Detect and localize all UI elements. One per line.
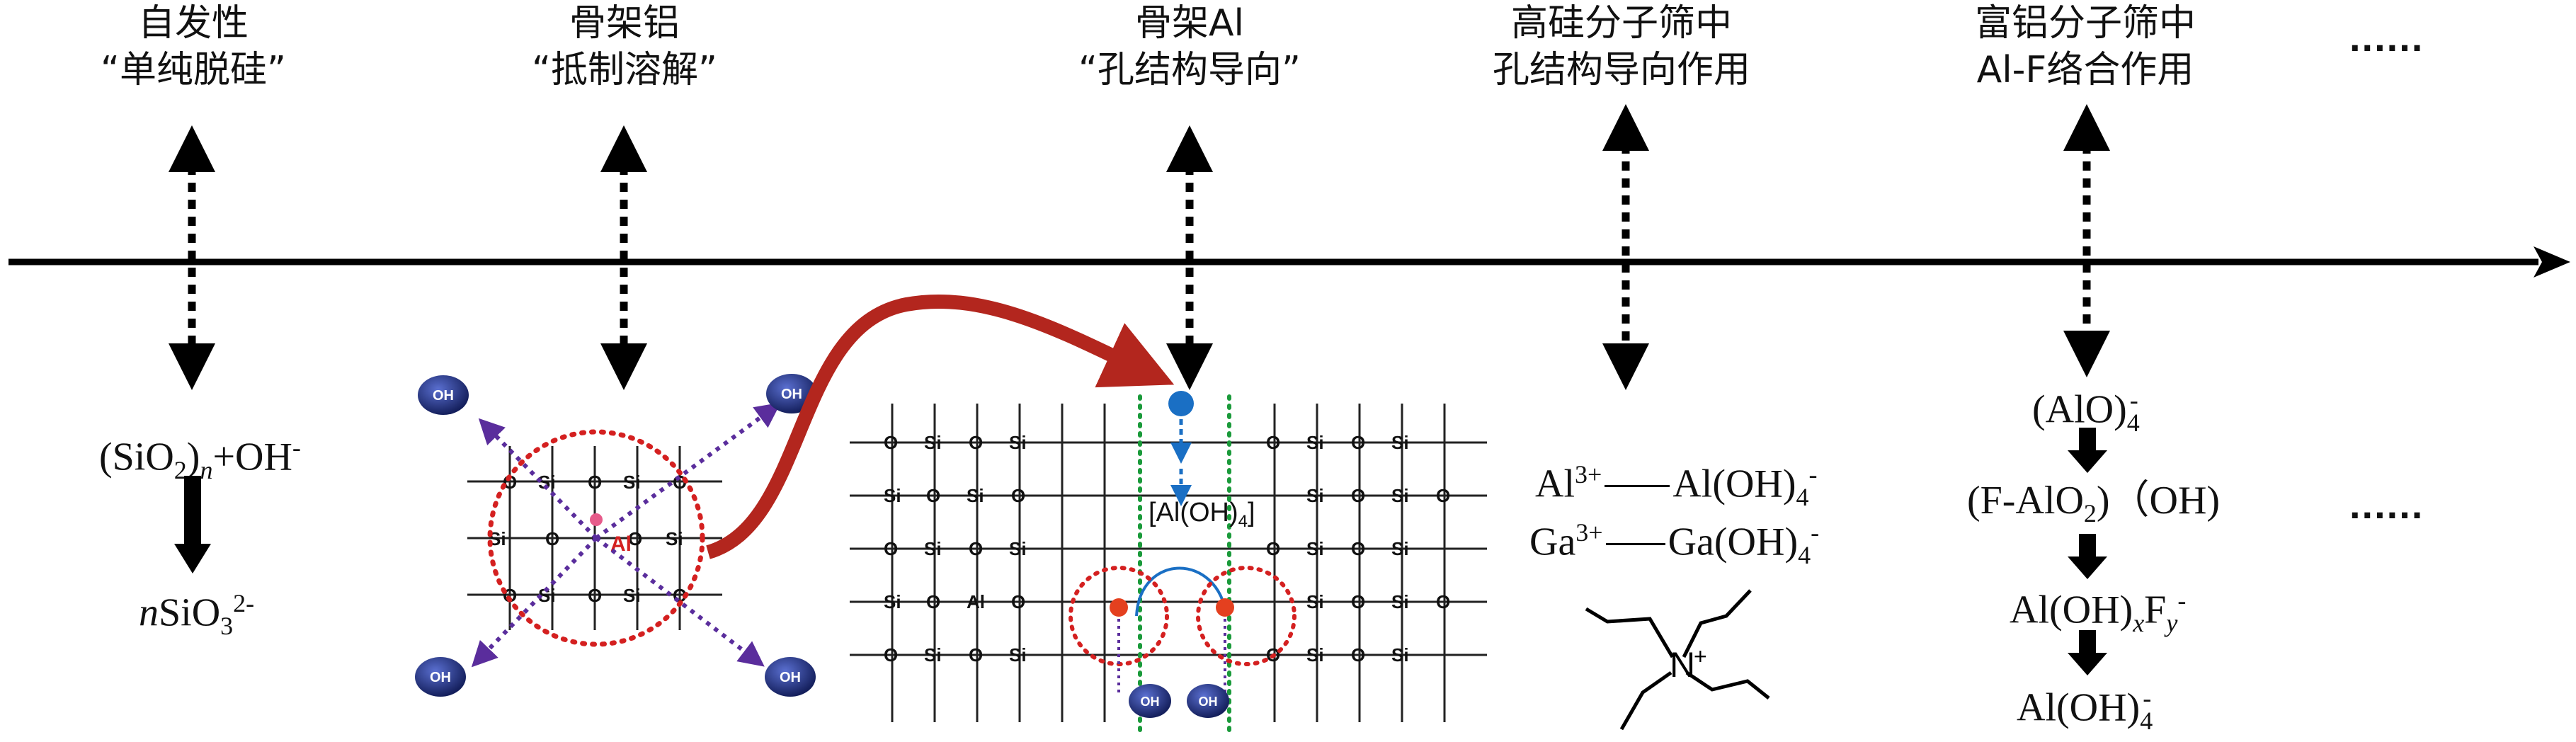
timeline-axis: [8, 246, 2570, 278]
col1-down-arrow: [174, 476, 211, 573]
svg-text:Si: Si: [924, 644, 942, 666]
svg-text:O: O: [588, 585, 602, 606]
dashed-arrows: [169, 104, 2110, 390]
oh-ball-group: [415, 374, 817, 697]
svg-text:O: O: [588, 472, 602, 493]
svg-text:+: +: [1694, 644, 1707, 669]
svg-text:Si: Si: [623, 472, 641, 493]
svg-text:OH: OH: [1141, 695, 1160, 709]
svg-text:O: O: [884, 644, 898, 666]
svg-text:O: O: [884, 538, 898, 559]
column-title-1: 自发性 “单纯脱硅”: [101, 2, 286, 91]
svg-text:OH: OH: [1199, 695, 1218, 709]
col1-reactant: (SiO2)n+OH-: [99, 433, 301, 484]
col5-arrow-3: [2068, 630, 2107, 675]
svg-text:Si: Si: [1391, 591, 1409, 612]
top-ellipsis: ......: [2349, 15, 2424, 59]
svg-text:O: O: [969, 432, 983, 453]
svg-text:O: O: [926, 591, 940, 612]
lattice-atom-o: O: [503, 472, 517, 493]
svg-text:Si: Si: [924, 432, 942, 453]
column-title-5: 富铝分子筛中 Al-F络合作用: [1974, 2, 2196, 91]
column-title-4: 高硅分子筛中 孔结构导向作用: [1492, 2, 1750, 91]
al-sphere: [1168, 391, 1194, 416]
svg-text:Si: Si: [538, 472, 556, 493]
svg-text:O: O: [1011, 485, 1025, 506]
svg-text:O: O: [969, 644, 983, 666]
red-curved-arrow: [705, 295, 1175, 559]
svg-text:Si: Si: [1306, 644, 1324, 666]
svg-text:OH: OH: [780, 670, 801, 685]
svg-text:O: O: [1011, 591, 1025, 612]
svg-text:Si: Si: [1009, 538, 1027, 559]
col5-step4: Al(OH)4-: [2017, 684, 2153, 735]
column-title-2: 骨架铝 “抵制溶解”: [532, 2, 717, 91]
svg-text:O: O: [926, 485, 940, 506]
svg-text:Si: Si: [1306, 432, 1324, 453]
aloh4-label: [Al(OH)4]: [1149, 498, 1255, 531]
svg-text:Si: Si: [1009, 432, 1027, 453]
col1-product: nSiO32-: [139, 589, 255, 640]
svg-text:Si: Si: [1306, 485, 1324, 506]
svg-text:OH: OH: [433, 388, 454, 404]
svg-text:O: O: [1436, 485, 1450, 506]
col5-arrow-1: [2068, 428, 2107, 473]
svg-text:O: O: [1351, 538, 1365, 559]
col4-ga-reaction: Ga3+Ga(OH)4-: [1529, 518, 1820, 569]
svg-text:Si: Si: [1391, 432, 1409, 453]
col5-step3: Al(OH)xFy-: [2010, 586, 2187, 637]
svg-text:Si: Si: [884, 485, 901, 506]
svg-text:Si: Si: [1009, 644, 1027, 666]
svg-text:Si: Si: [623, 585, 641, 606]
tpa-molecule: N +: [1585, 589, 1770, 731]
col5-step1: (AlO)4-: [2032, 386, 2140, 437]
svg-text:Si: Si: [1391, 485, 1409, 506]
svg-text:Si: Si: [1391, 538, 1409, 559]
col5-arrow-2: [2068, 534, 2107, 579]
svg-text:Si: Si: [1391, 644, 1409, 666]
svg-text:O: O: [884, 432, 898, 453]
svg-text:O: O: [628, 528, 642, 549]
svg-text:Si: Si: [924, 538, 942, 559]
svg-text:O: O: [1266, 432, 1280, 453]
svg-text:O: O: [969, 538, 983, 559]
bottom-ellipsis: ......: [2349, 482, 2424, 527]
col5-step2: (F-AlO2)（OH): [1967, 479, 2221, 528]
svg-text:OH: OH: [430, 670, 451, 685]
svg-text:O: O: [1351, 591, 1365, 612]
svg-text:Si: Si: [884, 591, 901, 612]
svg-text:O: O: [1351, 644, 1365, 666]
svg-text:O: O: [1351, 432, 1365, 453]
svg-text:Si: Si: [1306, 591, 1324, 612]
svg-text:Si: Si: [1306, 538, 1324, 559]
svg-text:Al: Al: [967, 591, 985, 612]
framework-diagram: O Si O Si O Si O O Si O Si O Si O Al OH …: [415, 295, 1487, 736]
pore-circle-right: [1196, 566, 1296, 666]
svg-text:O: O: [1266, 538, 1280, 559]
al-dotted-circle: [487, 429, 705, 647]
col4-al-reaction: Al3+Al(OH)4-: [1535, 460, 1818, 511]
svg-text:O: O: [1351, 485, 1365, 506]
svg-text:O: O: [1436, 591, 1450, 612]
svg-text:N: N: [1670, 645, 1695, 685]
svg-text:O: O: [545, 528, 559, 549]
column-title-3: 骨架Al “孔结构导向”: [1078, 2, 1301, 91]
svg-text:OH: OH: [781, 387, 802, 402]
svg-text:Si: Si: [666, 528, 683, 549]
svg-text:Si: Si: [967, 485, 984, 506]
pore-lattice-grid: [850, 404, 1487, 722]
